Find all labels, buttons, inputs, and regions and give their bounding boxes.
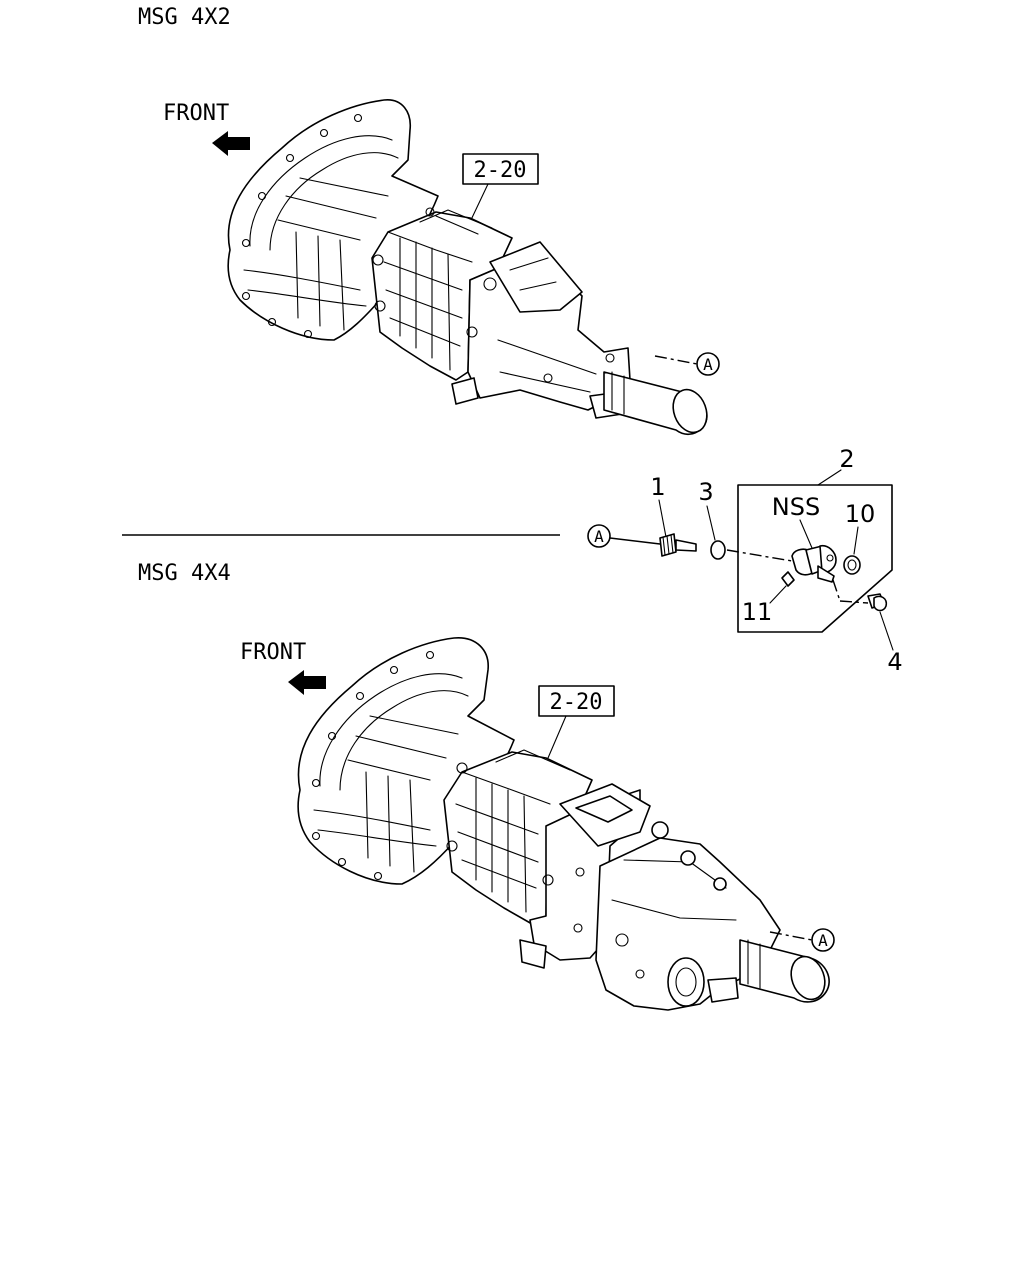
speed-sensor-detail: A 1 3 2 NSS 10 [587,445,903,676]
bolt-icon [867,593,888,612]
reference-box-bottom: 2-20 [538,685,615,717]
callout-a-bottom: A [818,931,828,950]
transmission-4x2-drawing [227,99,708,436]
part-10-label: 10 [845,500,876,528]
front-label-top: FRONT [163,101,229,126]
assembly-box [737,484,893,633]
reference-label-top: 2-20 [474,158,527,183]
front-arrow-icon-bottom [288,670,326,695]
speed-sensor-icon [791,544,837,583]
o-ring-icon [710,540,726,560]
reference-box-top: 2-20 [462,153,539,185]
part-11-label: 11 [742,598,773,626]
seal-icon [843,555,861,575]
front-label-bottom: FRONT [240,640,306,665]
callout-a-detail: A [594,527,604,546]
nss-label: NSS [772,493,820,521]
front-arrow-icon-top [212,131,250,156]
section-title-4x4: MSG 4X4 [138,561,231,586]
section-title-4x2: MSG 4X2 [138,5,231,30]
pin-icon [781,571,795,587]
callout-a-top: A [703,355,713,374]
part-2-label: 2 [839,445,854,473]
reference-label-bottom: 2-20 [550,690,603,715]
driven-gear-icon [659,533,697,557]
part-1-label: 1 [650,473,665,501]
part-3-label: 3 [698,478,713,506]
part-4-label: 4 [887,648,902,676]
transmission-4x4-drawing [297,637,830,1011]
